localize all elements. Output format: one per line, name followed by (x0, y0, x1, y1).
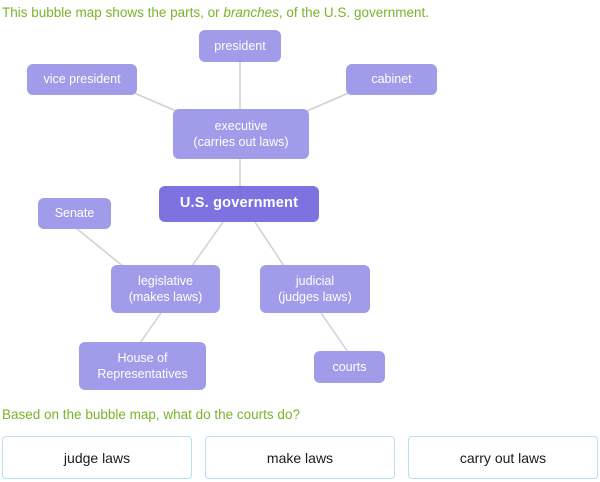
connector-cabinet-executive (299, 91, 352, 115)
bubble-us-government: U.S. government (159, 186, 319, 222)
bubble-house-label: House of (117, 350, 168, 365)
answer-button-carry-out-laws[interactable]: carry out laws (408, 436, 598, 479)
bubble-president: president (199, 30, 281, 62)
bubble-executive-label: executive (214, 118, 268, 133)
bubble-executive: executive (carries out laws) (173, 109, 309, 159)
bubble-judicial-sublabel: (judges laws) (278, 290, 352, 304)
bubble-legislative-sublabel: (makes laws) (128, 290, 203, 304)
bubble-courts: courts (314, 351, 385, 383)
bubble-house-of-representatives: House of Representatives (79, 342, 206, 390)
instruction-part2: , of the U.S. government. (278, 5, 429, 20)
connector-senate-legislative (75, 227, 125, 268)
answer-button-judge-laws[interactable]: judge laws (2, 436, 192, 479)
connector-judicial-courts (320, 312, 349, 353)
bubble-legislative: legislative (makes laws) (111, 265, 220, 313)
bubble-judicial-label: judicial (295, 273, 335, 288)
answer-button-make-laws[interactable]: make laws (205, 436, 395, 479)
bubble-vice-president: vice president (27, 64, 137, 95)
connector-legislative-house (139, 312, 162, 344)
connector-usgov-legislative (191, 221, 224, 267)
bubble-house-sublabel: Representatives (97, 367, 188, 381)
bubble-senate-label: Senate (54, 206, 95, 221)
answer-options: judge laws make laws carry out laws (2, 436, 598, 479)
bubble-vice-president-label: vice president (43, 72, 121, 87)
question-text: Based on the bubble map, what do the cou… (2, 407, 300, 422)
bubble-judicial: judicial (judges laws) (260, 265, 370, 313)
instruction-italic-word: branches (223, 5, 279, 20)
bubble-cabinet-label: cabinet (371, 72, 412, 87)
bubble-us-government-label: U.S. government (179, 195, 299, 212)
bubble-executive-sublabel: (carries out laws) (193, 135, 289, 149)
instruction-text: This bubble map shows the parts, or bran… (2, 5, 429, 21)
connector-usgov-judicial (254, 221, 285, 267)
bubble-courts-label: courts (332, 359, 367, 374)
bubble-legislative-label: legislative (138, 273, 193, 288)
bubble-senate: Senate (38, 198, 111, 229)
instruction-part1: This bubble map shows the parts, or (2, 5, 224, 20)
bubble-president-label: president (214, 38, 266, 53)
bubble-cabinet: cabinet (346, 64, 437, 95)
